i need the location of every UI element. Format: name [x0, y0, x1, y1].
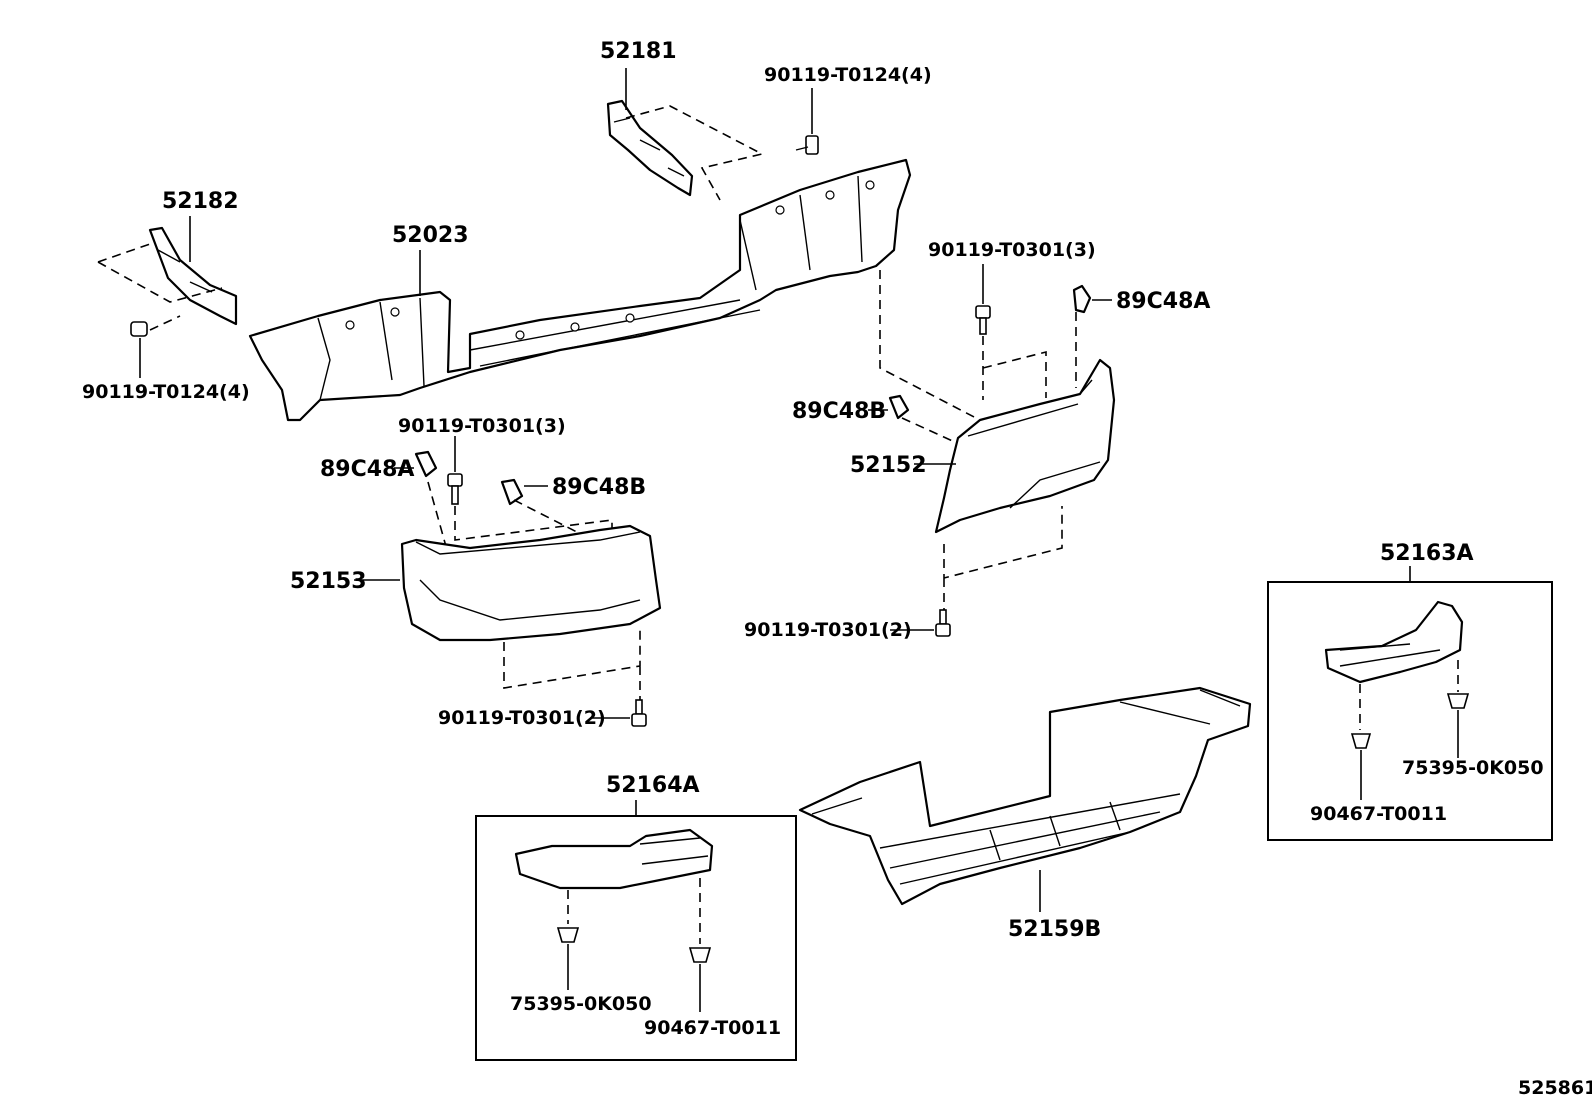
- dash-52163a: [1359, 660, 1459, 730]
- part-52152-step-bumper-right[interactable]: [934, 358, 1116, 534]
- bolt-90119-t0124-top[interactable]: [795, 135, 819, 155]
- part-52164a-step-end-left[interactable]: [514, 828, 714, 890]
- clip-90467-t0011-right[interactable]: [1350, 733, 1372, 749]
- label-bolt-90119-t0124-top: 90119-T0124(4): [764, 64, 932, 86]
- label-52023: 52023: [392, 223, 469, 248]
- part-52153-step-bumper-left[interactable]: [400, 524, 662, 642]
- label-bolt-90119-t0301-3-left: 90119-T0301(3): [398, 415, 566, 437]
- label-clip-90467-t0011-left: 90467-T0011: [644, 1017, 781, 1039]
- dash-52153-bottom: [503, 626, 641, 700]
- clip-89c48a-right[interactable]: [1072, 284, 1092, 314]
- bolt-90119-t0301-2-left[interactable]: [631, 699, 647, 727]
- label-52163a: 52163A: [1380, 541, 1474, 566]
- label-52182: 52182: [162, 189, 239, 214]
- label-clip-90467-t0011-right: 90467-T0011: [1310, 803, 1447, 825]
- label-clip-89c48a-right: 89C48A: [1116, 289, 1210, 314]
- dash-52182: [97, 243, 223, 331]
- diagram-id: 525861A: [1518, 1077, 1592, 1099]
- label-bolt-90119-t0301-2-left: 90119-T0301(2): [438, 707, 606, 729]
- clip-89c48a-left[interactable]: [414, 450, 438, 478]
- bolt-90119-t0301-2-right[interactable]: [935, 609, 951, 637]
- label-clip-75395-0k050-right: 75395-0K050: [1402, 757, 1544, 779]
- clip-75395-0k050-left[interactable]: [556, 927, 580, 943]
- label-clip-89c48b-right: 89C48B: [792, 399, 886, 424]
- clip-89c48b-right[interactable]: [888, 394, 910, 420]
- clip-75395-0k050-right[interactable]: [1446, 693, 1470, 709]
- bolt-90119-t0301-3-left[interactable]: [447, 473, 463, 505]
- label-52153: 52153: [290, 569, 367, 594]
- label-bolt-90119-t0301-2-right: 90119-T0301(2): [744, 619, 912, 641]
- label-bolt-90119-t0124-left: 90119-T0124(4): [82, 381, 250, 403]
- label-clip-89c48b-left: 89C48B: [552, 475, 646, 500]
- label-52181: 52181: [600, 39, 677, 64]
- bolt-90119-t0124-left[interactable]: [130, 321, 148, 337]
- part-52159b-step-pad[interactable]: [798, 686, 1252, 906]
- part-52163a-step-end-right[interactable]: [1324, 600, 1464, 684]
- part-52023-reinforcement[interactable]: [248, 158, 912, 422]
- bolt-90119-t0301-3-right[interactable]: [975, 305, 991, 335]
- label-clip-89c48a-left: 89C48A: [320, 457, 414, 482]
- clip-90467-t0011-left[interactable]: [688, 947, 712, 963]
- label-bolt-90119-t0301-3-right: 90119-T0301(3): [928, 239, 1096, 261]
- part-52181-bracket[interactable]: [606, 99, 694, 197]
- label-52159b: 52159B: [1008, 917, 1101, 942]
- dash-52152-bottom: [943, 506, 1063, 610]
- part-52182-bracket[interactable]: [148, 226, 238, 326]
- dash-52023-to-52152: [879, 270, 977, 419]
- clip-89c48b-left[interactable]: [500, 478, 524, 506]
- label-clip-75395-0k050-left: 75395-0K050: [510, 993, 652, 1015]
- label-52152: 52152: [850, 453, 927, 478]
- label-52164a: 52164A: [606, 773, 700, 798]
- dash-bolt-right: [982, 312, 1077, 400]
- dash-52181: [625, 105, 765, 201]
- dash-52164a: [567, 878, 701, 944]
- box-52163a: [1267, 581, 1553, 841]
